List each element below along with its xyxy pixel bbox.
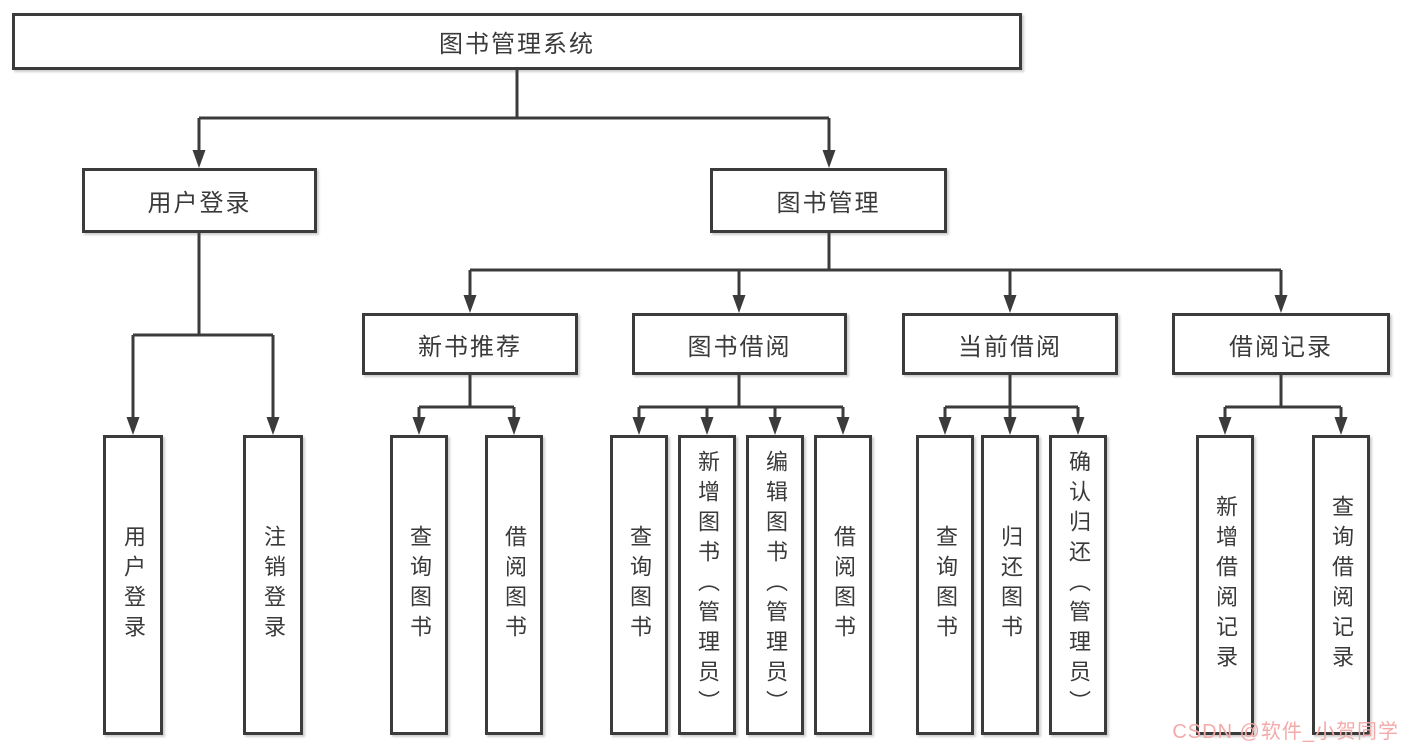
leaf-bb-add-book-admin: 新增图书（管理员）	[678, 435, 736, 735]
node-book-borrowing: 图书借阅	[632, 313, 847, 375]
leaf-cb-confirm-return-admin: 确认归还（管理员）	[1049, 435, 1107, 735]
leaf-bb-edit-book-admin: 编辑图书（管理员）	[746, 435, 804, 735]
arrowhead-current-borrowing	[1003, 295, 1017, 313]
arrowhead-leaf-nbr-borrow	[507, 417, 521, 435]
leaf-nbr-query-book: 查询图书	[390, 435, 448, 735]
leaf-nbr-borrow-book: 借阅图书	[485, 435, 543, 735]
connector-new-book-recommend	[417, 375, 516, 418]
arrowhead-leaf-bb-query	[632, 417, 646, 435]
arrowhead-leaf-bb-borrow	[836, 417, 850, 435]
arrowhead-leaf-cb-confirm	[1071, 417, 1085, 435]
connector-book-borrowing-group	[632, 375, 850, 435]
leaf-br-add-record: 新增借阅记录	[1196, 435, 1254, 735]
arrowhead-book-borrowing	[732, 295, 746, 313]
arrowhead-book-management	[822, 150, 836, 168]
leaf-cb-query-book: 查询图书	[916, 435, 974, 735]
arrowhead-new-book-recommend	[463, 295, 477, 313]
arrowhead-leaf-br-query	[1334, 417, 1348, 435]
connector-book-management-group	[463, 233, 1288, 313]
leaf-br-query-record: 查询借阅记录	[1312, 435, 1370, 735]
arrowhead-leaf-user-login	[126, 417, 140, 435]
node-new-book-recommend: 新书推荐	[362, 313, 578, 375]
leaf-cb-return-book: 归还图书	[981, 435, 1039, 735]
arrowhead-leaf-br-add	[1218, 417, 1232, 435]
connector-book-borrowing	[637, 375, 845, 418]
connector-current-borrowing-group	[938, 375, 1085, 435]
connector-borrow-records-group	[1218, 375, 1348, 435]
connector-user-login	[131, 233, 275, 418]
node-user-login: 用户登录	[82, 168, 317, 233]
connector-borrow-records	[1223, 375, 1343, 418]
leaf-user-login: 用户登录	[103, 435, 163, 735]
leaf-bb-borrow-book: 借阅图书	[814, 435, 872, 735]
arrowhead-user-login	[192, 150, 206, 168]
node-library-management-system: 图书管理系统	[12, 13, 1022, 70]
arrowhead-leaf-bb-add	[700, 417, 714, 435]
arrowhead-leaf-bb-edit	[768, 417, 782, 435]
connector-root-group	[192, 70, 836, 168]
node-book-management: 图书管理	[710, 168, 947, 233]
connector-new-book-recommend-group	[412, 375, 521, 435]
connector-book-management	[468, 233, 1283, 296]
arrowhead-leaf-logout	[266, 417, 280, 435]
arrowhead-leaf-cb-query	[938, 417, 952, 435]
arrowhead-leaf-nbr-query	[412, 417, 426, 435]
watermark-csdn: CSDN @软件_小贺同学	[1172, 721, 1399, 743]
leaf-logout: 注销登录	[243, 435, 303, 735]
arrowhead-leaf-cb-return	[1003, 417, 1017, 435]
node-borrow-records: 借阅记录	[1172, 313, 1390, 375]
connector-current-borrowing	[943, 375, 1080, 418]
arrowhead-borrow-records	[1274, 295, 1288, 313]
connector-user-login-group	[126, 233, 280, 435]
leaf-bb-query-book: 查询图书	[610, 435, 668, 735]
node-current-borrowing: 当前借阅	[902, 313, 1118, 375]
connector-root	[197, 70, 831, 151]
